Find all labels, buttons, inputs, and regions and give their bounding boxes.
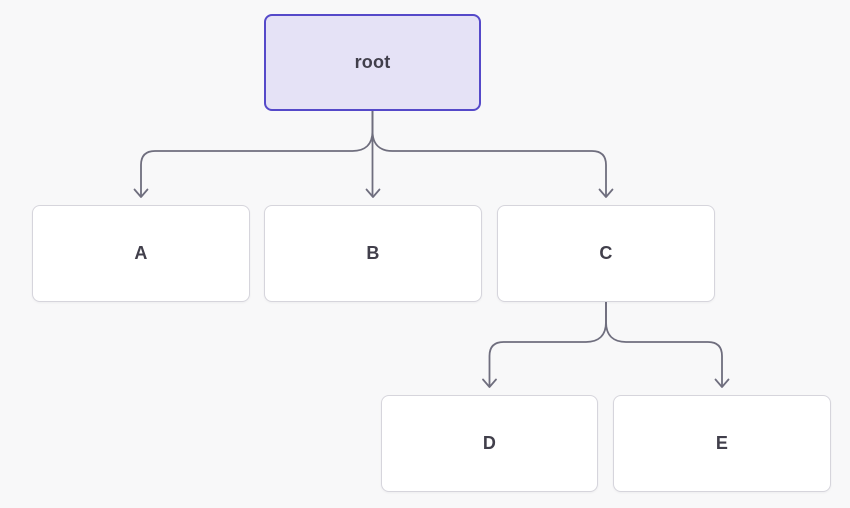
node-label-c: C (599, 243, 613, 263)
edge-root-b (365, 110, 381, 198)
node-b[interactable]: B (264, 205, 482, 302)
node-label-b: B (366, 243, 380, 263)
node-a[interactable]: A (32, 205, 250, 302)
arrowhead-icon (482, 378, 497, 388)
node-root[interactable]: root (264, 14, 481, 111)
node-label-d: D (482, 433, 497, 453)
arrowhead-icon (714, 378, 730, 388)
arrowhead-icon (598, 188, 614, 198)
node-d[interactable]: D (381, 395, 598, 492)
node-label-a: A (134, 243, 148, 263)
edge-c-d (482, 301, 607, 388)
node-c[interactable]: C (497, 205, 715, 302)
node-label-e: E (715, 433, 729, 453)
edge-c-e (605, 301, 730, 388)
node-label-root: root (354, 52, 391, 72)
edge-root-c (371, 110, 614, 198)
edge-root-a (133, 110, 374, 198)
node-e[interactable]: E (613, 395, 831, 492)
arrowhead-icon (365, 188, 381, 198)
arrowhead-icon (133, 188, 149, 198)
